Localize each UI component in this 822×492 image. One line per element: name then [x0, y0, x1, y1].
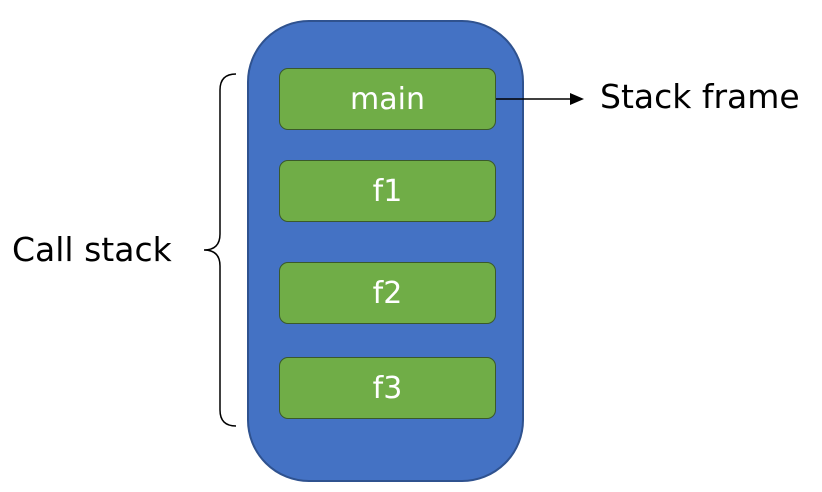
- stack-frame-f2: f2: [279, 262, 496, 324]
- stack-frame-label: f1: [372, 173, 403, 209]
- stack-frame-label-callout: Stack frame: [600, 77, 800, 116]
- stack-frame-f1: f1: [279, 160, 496, 222]
- stack-frame-main: main: [279, 68, 496, 130]
- stack-frame-label: f2: [372, 275, 403, 311]
- stack-frame-label: main: [350, 81, 425, 117]
- arrow-head-icon: [570, 93, 584, 105]
- stack-frame-label: f3: [372, 370, 403, 406]
- stack-frame-f3: f3: [279, 357, 496, 419]
- call-stack-label: Call stack: [12, 230, 172, 269]
- call-stack-brace: [203, 73, 237, 427]
